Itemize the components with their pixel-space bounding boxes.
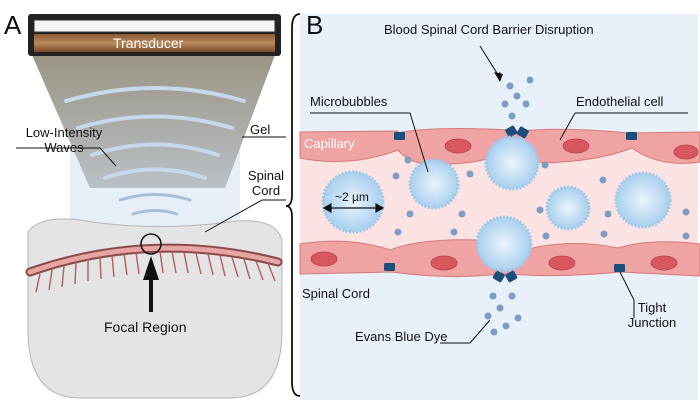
waves-label-line1: Low-Intensity (25, 125, 103, 140)
focal-region-marker (140, 233, 162, 255)
focal-arrow (143, 256, 159, 312)
nerve-rootlets (35, 250, 276, 293)
transducer-face (34, 34, 275, 52)
microbubble (614, 171, 672, 229)
body-silhouette (27, 218, 283, 399)
microbubble (545, 185, 591, 231)
evans-blue-dye-dots (392, 76, 690, 336)
panel-label-a: A (4, 10, 22, 40)
microbubble (484, 135, 540, 191)
low-intensity-waves-label: Low-Intensity Waves (14, 125, 114, 155)
capillary-label: Capillary (304, 136, 355, 151)
spinal-cord-b-label: Spinal Cord (302, 286, 370, 301)
size-measure (322, 202, 385, 214)
tight-label-line1: Tight (637, 300, 667, 315)
ultrasound-waves (64, 86, 246, 216)
tight-label-line2: Junction (627, 315, 677, 330)
leader-lines-a (16, 136, 286, 233)
tight-junction-label: Tight Junction (612, 300, 692, 330)
size-label: ~2 µm (335, 190, 369, 204)
spinal-cord-label: Spinal Cord (238, 168, 294, 198)
endothelial-nuclei (310, 138, 699, 271)
endothelial-cell-label: Endothelial cell (576, 94, 664, 109)
focal-region-label: Focal Region (104, 319, 187, 335)
microbubbles (321, 135, 672, 273)
cord-label-line2: Cord (251, 183, 281, 198)
evans-blue-dye-label: Evans Blue Dye (355, 329, 448, 344)
microbubble (408, 158, 460, 210)
gel-label: Gel (250, 122, 271, 137)
waves-label-line2: Waves (44, 140, 84, 155)
microbubble (321, 170, 385, 234)
bscb-label: Blood Spinal Cord Barrier Disruption (384, 22, 594, 37)
microbubbles-label: Microbubbles (310, 94, 388, 109)
panel-label-b: B (306, 10, 324, 40)
cord-label-line1: Spinal (247, 168, 285, 183)
panel-brace (285, 13, 301, 397)
bscb-arrow-head (494, 72, 503, 82)
transducer-label: Transducer (113, 35, 184, 51)
spinal-cord-inner (27, 245, 281, 275)
microbubble (475, 215, 533, 273)
transducer-rim (33, 19, 276, 33)
tight-junctions (384, 125, 637, 283)
